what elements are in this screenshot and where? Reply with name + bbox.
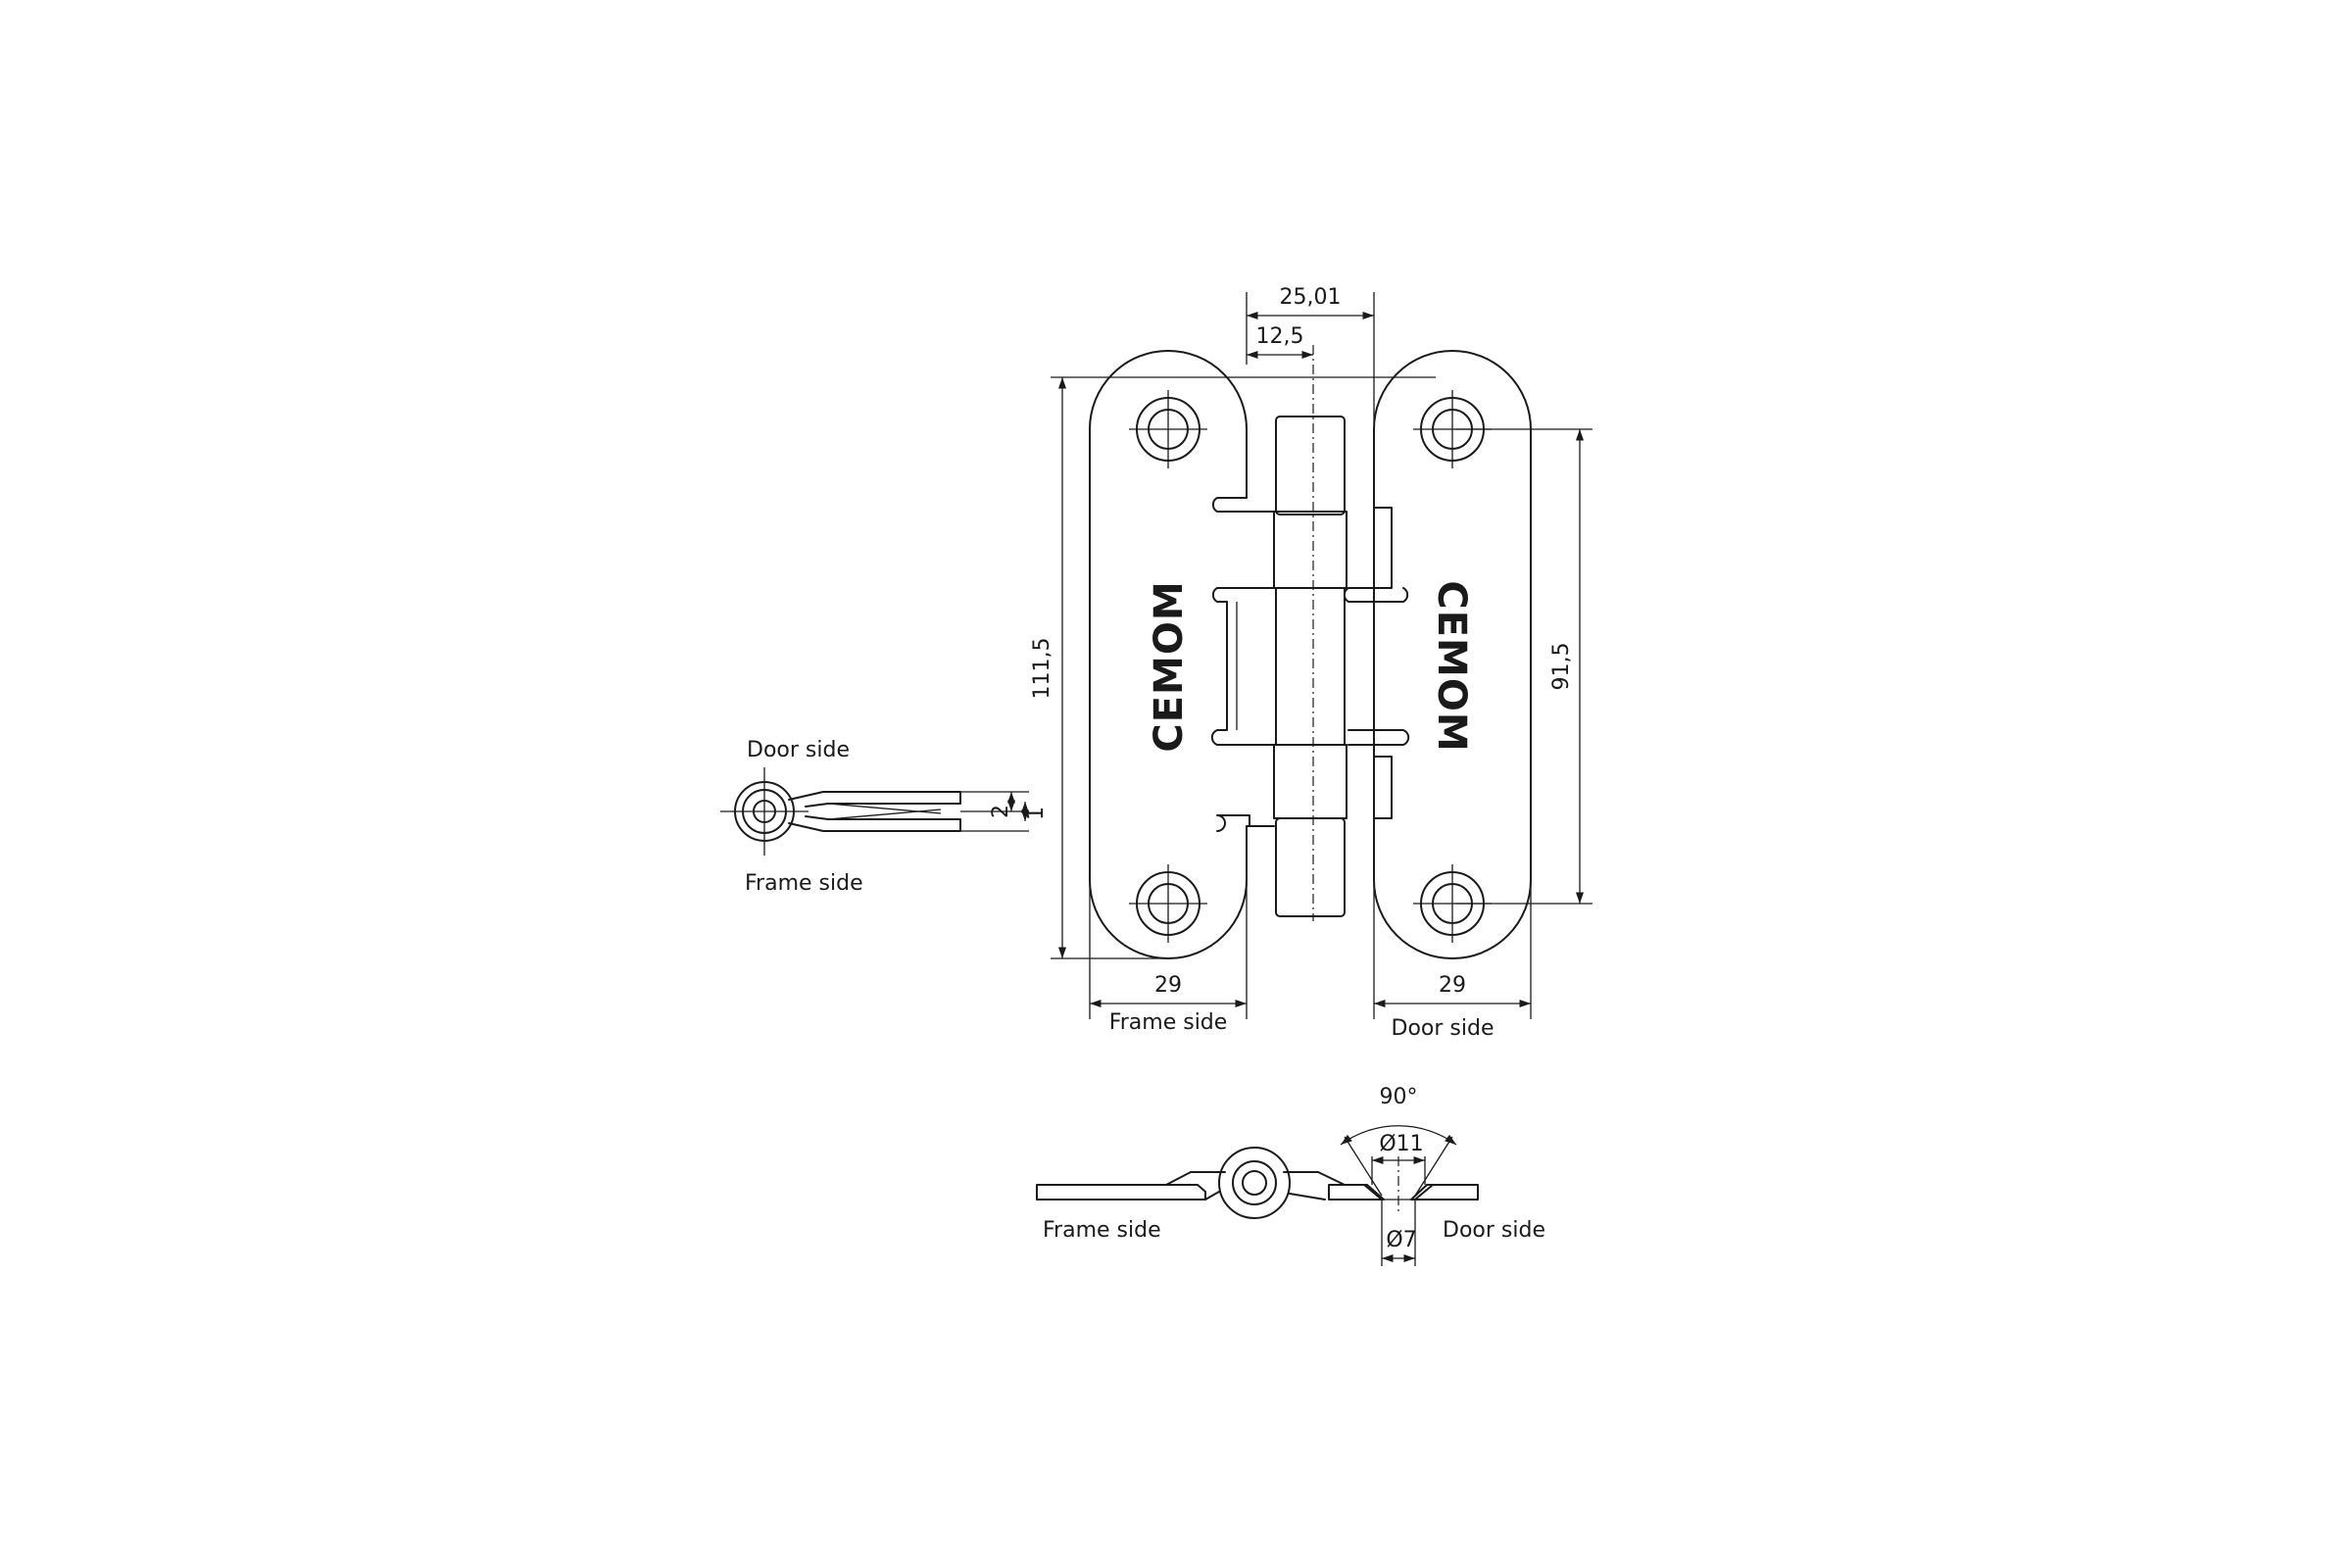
- label-frame-side: Frame side: [1109, 1010, 1228, 1035]
- dim-overall-height: 111,5: [1030, 638, 1054, 700]
- brand-logo-door: CEMOM: [1429, 580, 1474, 752]
- side-label-frame: Frame side: [745, 871, 863, 896]
- door-leaf-tabs: [1343, 507, 1410, 819]
- dim-countersink-angle: 90°: [1380, 1085, 1418, 1109]
- label-door-side: Door side: [1392, 1016, 1494, 1041]
- side-view: Door side 2 1 Frame side: [720, 738, 1049, 896]
- hole-frame-top: [1129, 390, 1207, 468]
- knuckle-gap-lower: [1273, 744, 1348, 819]
- side-label-door: Door side: [747, 738, 850, 762]
- knuckle-bottom: [1275, 817, 1346, 917]
- front-view: CEMOM CEMOM: [1089, 345, 1532, 959]
- side-dim-2: 2: [989, 805, 1013, 818]
- brand-logo-frame: CEMOM: [1147, 580, 1192, 752]
- dim-overall-width: 25,01: [1280, 285, 1342, 310]
- bottom-label-door: Door side: [1443, 1218, 1545, 1243]
- bottom-view: 90° Ø11 Ø7 Frame side Door side: [1036, 1085, 1545, 1266]
- side-dim-1: 1: [1024, 807, 1049, 820]
- dim-door-leaf-width: 29: [1439, 973, 1466, 998]
- knuckle-gap-upper: [1273, 511, 1348, 589]
- hole-frame-bottom: [1129, 864, 1207, 943]
- knuckle-top: [1275, 416, 1346, 515]
- dim-pin-offset: 12,5: [1256, 324, 1304, 349]
- bottom-label-frame: Frame side: [1043, 1218, 1161, 1243]
- dim-frame-leaf-width: 29: [1154, 973, 1182, 998]
- front-dimensions: 25,01 12,5 111,5 91,5 29 Frame side 29 D…: [1030, 285, 1592, 1041]
- dim-countersink-dia: Ø11: [1379, 1132, 1423, 1156]
- dim-hole-dia: Ø7: [1386, 1228, 1416, 1252]
- frame-leaf-notches: [1210, 497, 1275, 827]
- knuckle-middle: [1275, 587, 1346, 746]
- dim-hole-spacing: 91,5: [1549, 643, 1574, 691]
- door-leaf-outline: [1373, 350, 1532, 959]
